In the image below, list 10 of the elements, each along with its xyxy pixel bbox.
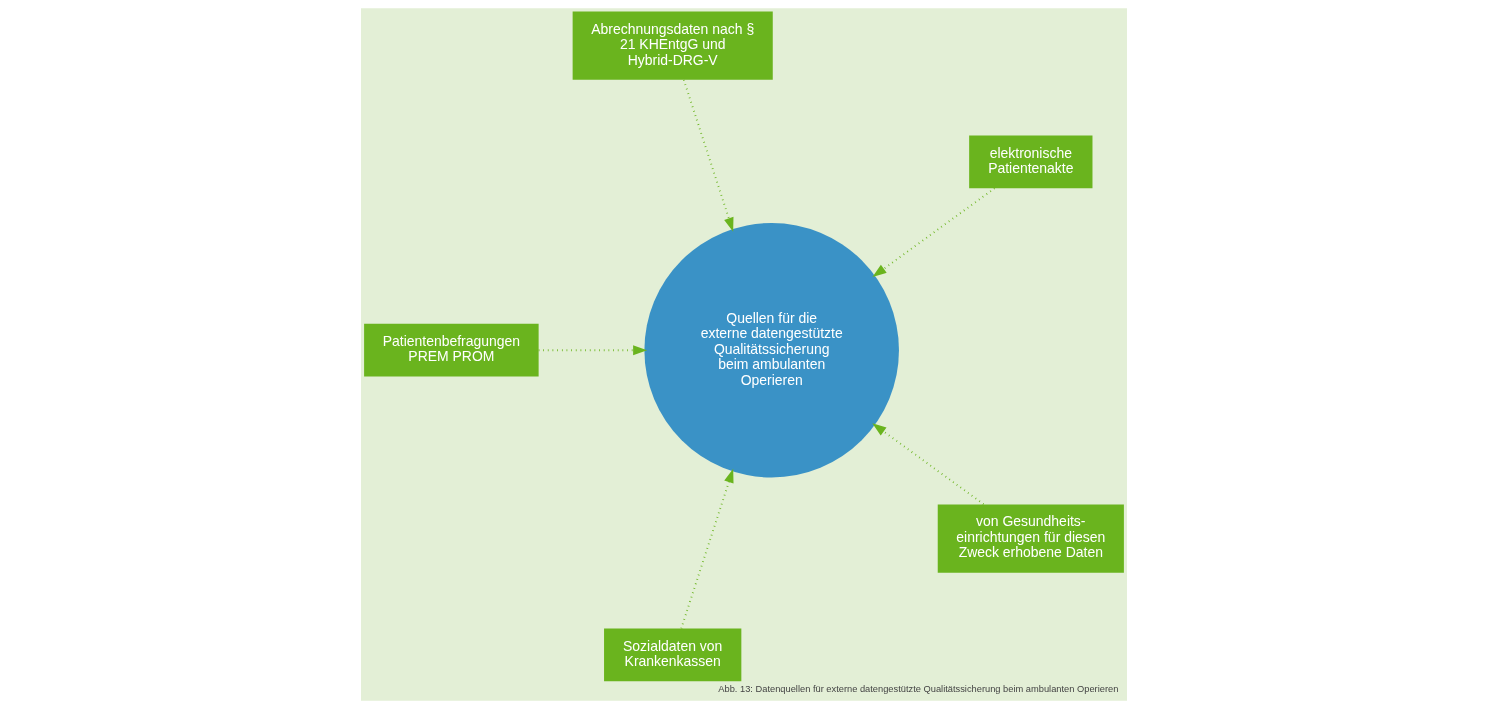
node-box: Patientenbefragungen PREM PROM bbox=[364, 323, 539, 377]
node-box: von Gesundheits- einrichtungen für diesen Zweck erhobene Daten bbox=[937, 504, 1124, 573]
arrow bbox=[682, 79, 734, 232]
caption: Abb. 13: Datenquellen für externe datengestützte Qualitätssicherung beim ambulanten Operieren bbox=[718, 683, 1119, 694]
node-box: Abrechnungsdaten nach § 21 KHEntgG und Hybrid-DRG-V bbox=[572, 11, 773, 80]
arrow bbox=[872, 187, 996, 277]
arrow bbox=[872, 423, 985, 506]
node-box: Sozialdaten von Krankenkassen bbox=[604, 628, 742, 682]
node-box: elektronische Patientenakte bbox=[969, 135, 1093, 189]
node-circle: Quellen für die externe datengestützte Qualitätssicherung beim ambulanten Operieren bbox=[644, 222, 899, 478]
